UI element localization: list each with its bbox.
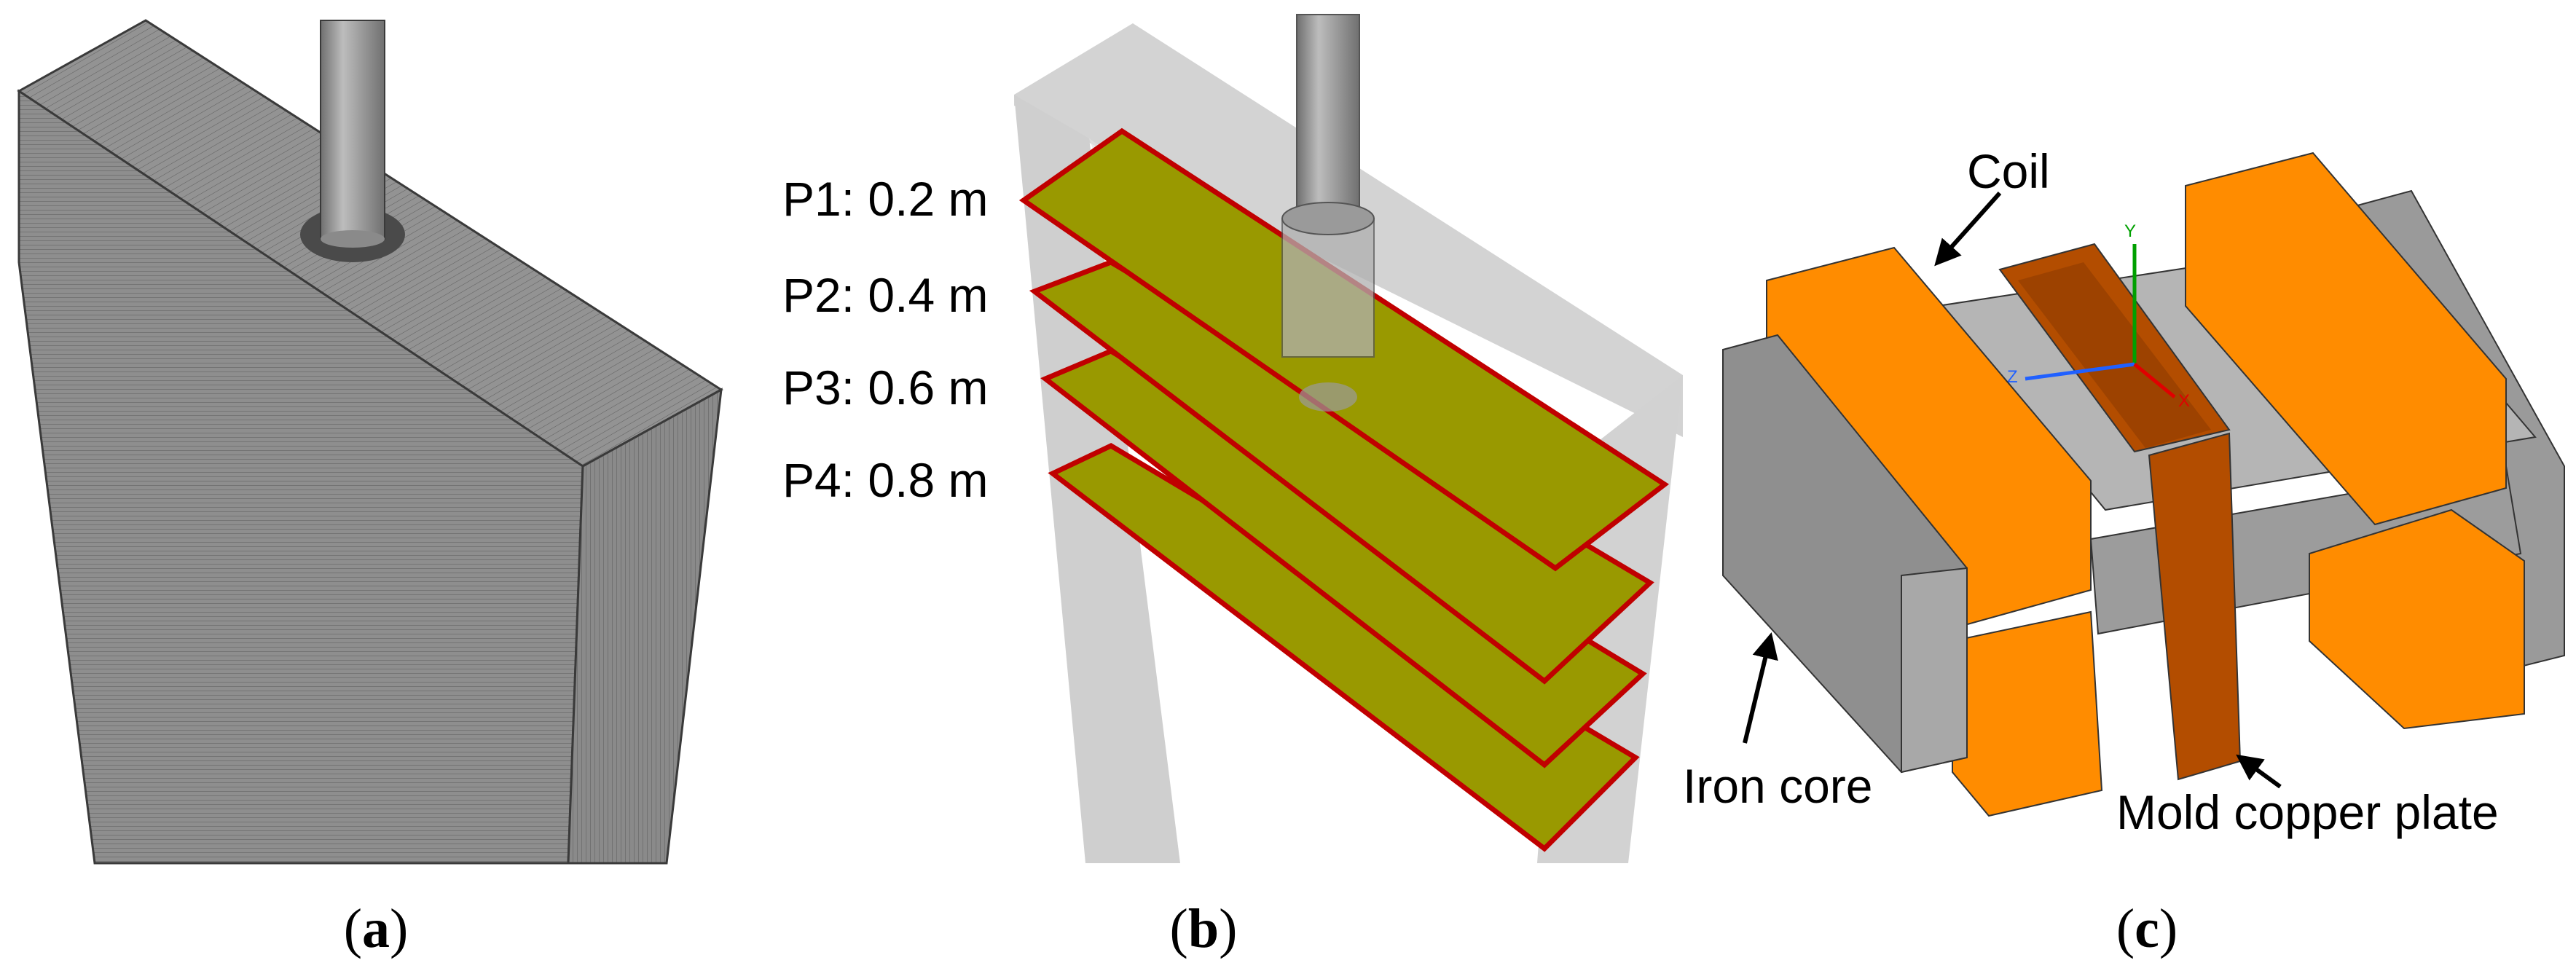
plane-label-p1: P1: 0.2 m bbox=[782, 172, 988, 226]
axis-x bbox=[2133, 363, 2176, 398]
nozzle-b-hole bbox=[1299, 382, 1357, 412]
plane-label-p4: P4: 0.8 m bbox=[782, 453, 988, 507]
panel-c-device: Y Z X Coil Iron core Mold copper plate bbox=[1683, 144, 2565, 839]
coil-left-lower bbox=[1952, 610, 2103, 817]
plane-p3 bbox=[1040, 348, 1647, 768]
label-coil: Coil bbox=[1967, 144, 2050, 198]
axis-z bbox=[2025, 362, 2135, 381]
nozzle-b bbox=[1296, 14, 1360, 216]
arrow-iron-core bbox=[1743, 632, 1778, 744]
axis-z-label: Z bbox=[2007, 367, 2018, 387]
mold-front-face bbox=[17, 89, 584, 865]
coil-right-upper bbox=[2185, 152, 2507, 526]
iron-core-front-left-side bbox=[1901, 567, 1968, 774]
panel-a-mesh-model bbox=[17, 19, 723, 865]
plane-p2 bbox=[1029, 259, 1654, 685]
axis-x-label: X bbox=[2178, 391, 2190, 411]
caption-c: (c) bbox=[2116, 898, 2178, 959]
caption-b: (b) bbox=[1169, 898, 1238, 959]
nozzle-b-sleeve bbox=[1281, 218, 1375, 358]
axis-y-label: Y bbox=[2124, 221, 2136, 241]
panel-b-planes: P1: 0.2 m P2: 0.4 m P3: 0.6 m P4: 0.8 m bbox=[782, 14, 1683, 863]
nozzle-b-sleeve-top bbox=[1281, 202, 1375, 235]
caption-b-letter: b bbox=[1187, 898, 1220, 959]
mold-side-face bbox=[567, 388, 723, 865]
label-mold-copper-plate: Mold copper plate bbox=[2116, 785, 2499, 839]
copper-plate-inner bbox=[2018, 262, 2211, 448]
plane-label-p3: P3: 0.6 m bbox=[782, 361, 988, 414]
arrow-coil bbox=[1934, 191, 2002, 267]
coil-right-lower bbox=[2309, 508, 2525, 730]
caption-a: (a) bbox=[343, 898, 409, 959]
nozzle bbox=[320, 20, 385, 240]
label-iron-core: Iron core bbox=[1683, 759, 1872, 813]
plane-p4 bbox=[1048, 443, 1640, 852]
nozzle-bottom bbox=[321, 230, 385, 248]
plane-label-p2: P2: 0.4 m bbox=[782, 268, 988, 322]
caption-c-letter: c bbox=[2135, 898, 2159, 959]
caption-a-letter: a bbox=[362, 898, 390, 959]
arrow-copper-plate bbox=[2236, 754, 2282, 789]
copper-plate-front bbox=[2148, 432, 2242, 781]
